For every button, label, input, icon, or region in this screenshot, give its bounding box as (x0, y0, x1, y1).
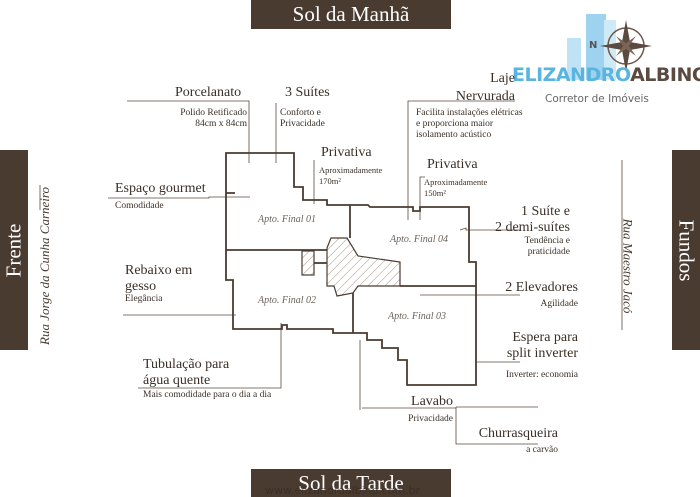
label: Frente (1, 223, 26, 277)
title-line: Espera para (512, 330, 578, 345)
label: Sol da Manhã (292, 2, 410, 26)
leader-lines (39, 100, 623, 445)
feature-lavabo-title: Lavabo (411, 394, 453, 409)
logo-name: ELIZANDROALBINO (512, 64, 700, 86)
banner-frente: Frente (0, 150, 28, 350)
core-hatched (326, 237, 401, 297)
banner-fundos: Fundos (672, 150, 700, 350)
desc-line: Tendência e (524, 236, 571, 246)
street-left: Rua Jorge da Cunha Carneiro (36, 187, 52, 345)
title-line: Laje (490, 71, 515, 86)
label: Fundos (674, 219, 699, 281)
desc-line: Polido Retificado (180, 108, 247, 118)
street-right: Rua Maestro Jacó (620, 218, 636, 314)
desc-line: Aproximadamente (319, 165, 383, 175)
title-line: 1 Suíte e (521, 204, 570, 219)
building-outline (225, 152, 477, 386)
shaft-hatched (301, 250, 315, 276)
title-line: Nervurada (455, 89, 515, 104)
feature-porcelanato-title: Porcelanato (175, 85, 242, 100)
feature-lavabo-desc: Privacidade (408, 414, 453, 424)
logo-subtitle: Corretor de Imóveis (545, 93, 649, 105)
feature-gourmet-desc: Comodidade (115, 201, 164, 211)
title-line: split inverter (506, 346, 578, 361)
feature-split-desc: Inverter: economia (505, 370, 578, 380)
apt-label-01: Apto. Final 01 (258, 214, 317, 225)
feature-gourmet-title: Espaço gourmet (115, 181, 206, 196)
feature-elevadores-desc: Agilidade (540, 299, 578, 309)
desc-line: Conforto e (280, 108, 321, 118)
watermark: www.elizandroalbino.com.br (265, 484, 421, 497)
feature-churrasqueira-desc: a carvão (526, 445, 558, 455)
apt-label-03: Apto. Final 03 (388, 311, 447, 322)
apt-label-04: Apto. Final 04 (390, 234, 449, 245)
desc-line: Privacidade (280, 119, 325, 129)
title-line: 2 demi-suítes (494, 220, 570, 235)
desc-line: Aproximadamente (424, 177, 488, 187)
interior-walls (226, 205, 476, 333)
banner-sol-da-tarde: Sol da Tarde (251, 469, 451, 497)
desc-line: praticidade (527, 247, 570, 257)
feature-tubulacao-desc: Mais comodidade para o dia a dia (143, 390, 272, 400)
desc-line: e proporciona maior (416, 119, 494, 129)
feature-gesso-desc: Elegância (125, 294, 163, 304)
title-line: Tubulação para (143, 357, 230, 372)
desc-line: 84cm x 84cm (195, 119, 247, 129)
feature-privativa-150-title: Privativa (427, 157, 478, 172)
feature-privativa-170-title: Privativa (321, 145, 372, 160)
desc-line: isolamento acústico (416, 130, 492, 140)
label: Sol da Tarde (298, 470, 404, 495)
logo-name-part2: ALBINO (630, 64, 700, 86)
apt-label-02: Apto. Final 02 (258, 295, 317, 306)
desc-line: Facilita instalações elétricas (416, 108, 523, 118)
banner-sol-da-manha: Sol da Manhã (251, 0, 451, 29)
logo-name-part1: ELIZANDRO (512, 64, 631, 86)
feature-suites-title: 3 Suítes (285, 85, 330, 100)
title-line: água quente (143, 373, 211, 388)
feature-elevadores-title: 2 Elevadores (505, 280, 578, 295)
compass-n-label: N (589, 40, 598, 51)
feature-churrasqueira-title: Churrasqueira (478, 426, 558, 441)
title-line: gesso (125, 279, 157, 294)
desc-line: 150m² (424, 188, 446, 198)
title-line: Rebaixo em (125, 263, 193, 278)
desc-line: 170m² (319, 176, 341, 186)
